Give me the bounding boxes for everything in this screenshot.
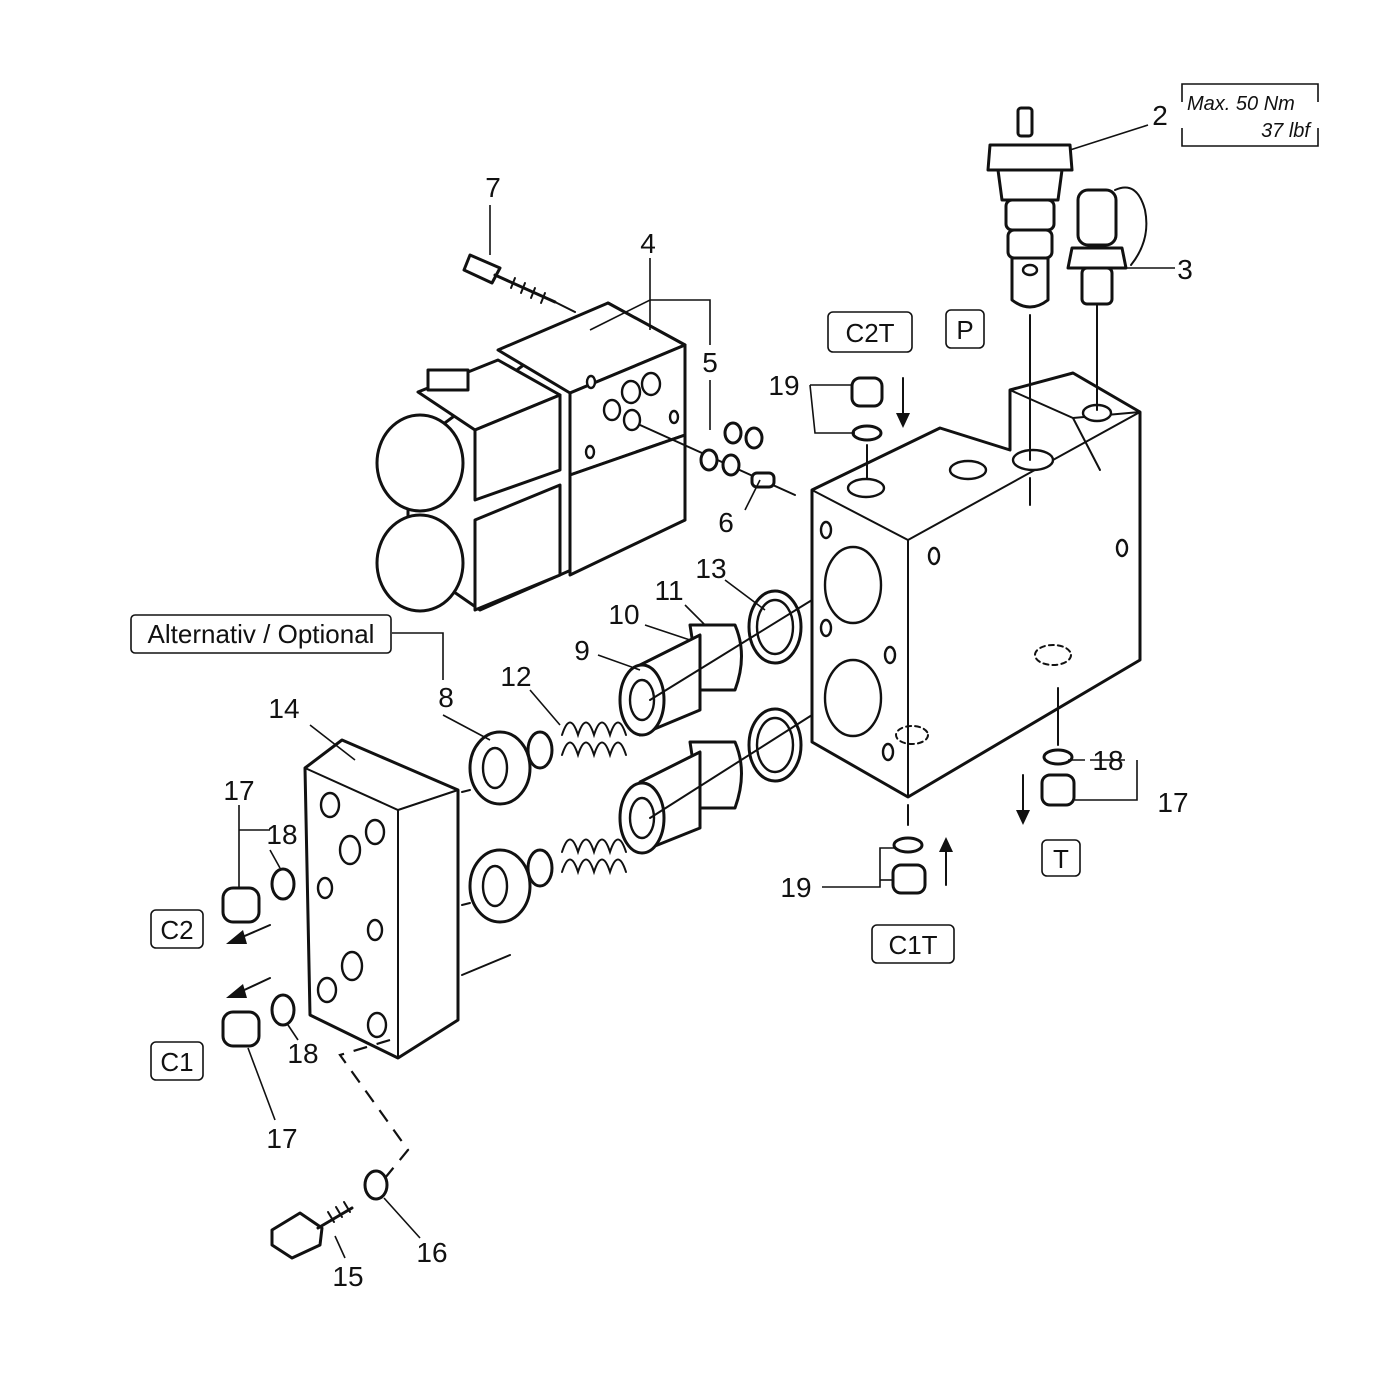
port-label-c2: C2 [150, 909, 204, 949]
callout-7: 7 [485, 172, 501, 203]
svg-text:P: P [956, 315, 973, 345]
torque-line-1: Max. 50 Nm [1187, 93, 1295, 115]
callout-4: 4 [640, 228, 656, 259]
port-label-c1t: C1T [871, 924, 955, 964]
part-number-labels: 2 3 4 5 6 7 8 9 10 11 13 12 14 15 16 17 … [223, 100, 1192, 1292]
relief-valve-cartridge-2 [986, 106, 1074, 461]
plug-19-bottom [891, 804, 927, 895]
screw-15 [270, 1201, 354, 1260]
solenoid-valve [375, 301, 796, 613]
callout-5: 5 [702, 347, 718, 378]
svg-text:Alternativ / Optional: Alternativ / Optional [148, 619, 375, 649]
port-p-hole [948, 459, 988, 481]
o-rings-5 [699, 421, 764, 477]
plug-17-left-top [221, 867, 296, 924]
svg-text:C1T: C1T [888, 930, 937, 960]
callout-17-left-top: 17 [223, 775, 254, 806]
torque-spec: Max. 50 Nm 37 lbf [1181, 83, 1319, 147]
callout-18-left-top: 18 [266, 819, 297, 850]
callout-15: 15 [332, 1261, 363, 1292]
callout-16: 16 [416, 1237, 447, 1268]
callout-6: 6 [718, 507, 734, 538]
leader-lines [238, 124, 1175, 1259]
spool-bore-upper [823, 545, 883, 625]
port-c2t-hole [846, 477, 886, 499]
washer-16 [363, 1169, 389, 1201]
callout-12-13: 13 [695, 553, 726, 584]
torque-line-2: 37 lbf [1261, 120, 1312, 142]
callout-17-left-bottom: 17 [266, 1123, 297, 1154]
mounting-screw-7 [462, 253, 576, 313]
solenoid-coil-cap-upper [375, 413, 465, 513]
spool-assembly-lower [468, 707, 813, 924]
callout-19-top: 19 [768, 370, 799, 401]
spool-assembly-upper [468, 589, 813, 806]
callout-19-bottom: 19 [780, 872, 811, 903]
svg-text:C2T: C2T [845, 318, 894, 348]
callout-18-left-bottom: 18 [287, 1038, 318, 1069]
pin-6 [750, 471, 776, 489]
callout-12: 12 [500, 661, 531, 692]
plug-17-left-bottom [221, 993, 296, 1048]
port-label-t: T [1041, 839, 1081, 877]
port-label-c2t: C2T [827, 311, 913, 353]
plug-19-top [850, 376, 884, 479]
callout-17-right: 17 [1157, 787, 1188, 818]
port-label-p: P [945, 309, 985, 349]
svg-text:T: T [1053, 844, 1069, 874]
plug-17-right [1040, 687, 1076, 807]
port-label-c1: C1 [150, 1041, 204, 1081]
spool-bore-lower [823, 658, 883, 738]
callout-14: 14 [268, 693, 299, 724]
svg-text:C1: C1 [160, 1047, 193, 1077]
flow-arrows [226, 377, 1030, 998]
callout-18-right: 18 [1092, 745, 1123, 776]
callout-8: 8 [438, 682, 454, 713]
callout-10: 10 [608, 599, 639, 630]
callout-3: 3 [1177, 254, 1193, 285]
solenoid-coil-cap-lower [375, 513, 465, 613]
callout-11: 11 [654, 575, 683, 606]
callout-2: 2 [1152, 100, 1168, 131]
alternative-optional-label: Alternativ / Optional [130, 614, 392, 654]
callout-9: 9 [574, 635, 590, 666]
svg-text:C2: C2 [160, 915, 193, 945]
check-valve-3 [1066, 186, 1148, 411]
cover-plate-14 [303, 738, 511, 1060]
